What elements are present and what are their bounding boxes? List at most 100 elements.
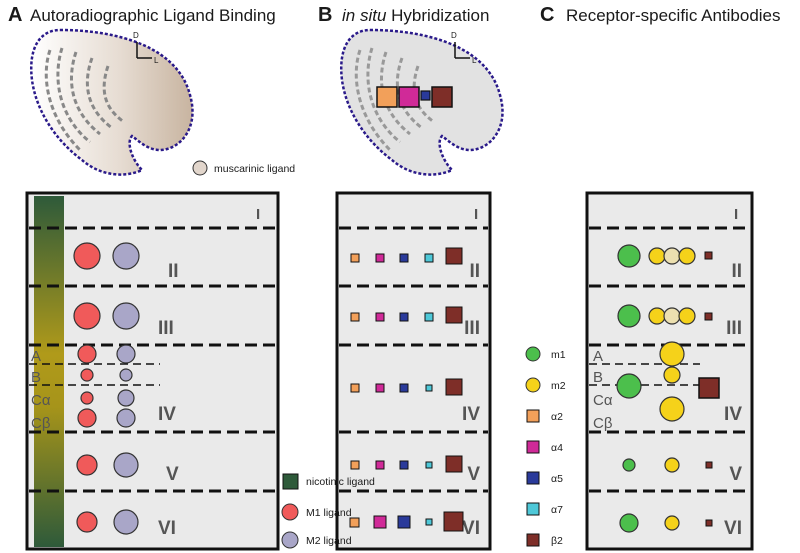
alpha7-layer-2: [424, 253, 434, 263]
dorsal-label-a: D: [133, 31, 139, 40]
m2-layer-4cbeta: [659, 396, 685, 422]
beta2-layer-4: [445, 378, 463, 396]
beta2-legend-marker: [526, 533, 540, 547]
layer-boundaries-b: [339, 226, 488, 493]
orientation-marker-a: D L: [133, 31, 159, 65]
panel-a-box: [25, 191, 280, 551]
alpha5-layer-5: [399, 460, 409, 470]
panel-c-markers: [616, 244, 720, 533]
alpha4-layer-2: [375, 253, 385, 263]
m2-layer-2-b: [663, 247, 681, 265]
alpha4-legend-label: α4: [551, 442, 563, 454]
m2-legend-marker: [525, 377, 541, 393]
layer-label-b-6: VI: [462, 518, 480, 539]
layer-label-a-2: II: [168, 261, 179, 282]
alpha4-layer-5: [375, 460, 385, 470]
lateral-label-a: L: [154, 56, 159, 65]
layer-label-c-4: IV: [724, 404, 742, 425]
brain-section-b: [339, 28, 504, 176]
m2-layer-2-c: [678, 247, 696, 265]
layer-label-a-4: IV: [158, 404, 176, 425]
m1-ligand-layer-4a: [77, 344, 97, 364]
m2-ligand-layer-4cbeta: [116, 408, 136, 428]
orientation-marker-b: D L: [451, 31, 477, 65]
m1-ligand-layer-4calpha: [80, 391, 94, 405]
alpha4-legend-marker: [526, 440, 540, 454]
m2-layer-3-b: [663, 307, 681, 325]
brain-section-a: [29, 28, 194, 176]
layer-label-b-2: II: [469, 261, 480, 282]
m1-ligand-layer-2: [73, 242, 101, 270]
m2-ligand-legend-marker: [281, 531, 299, 549]
layer-label-b-4: IV: [462, 404, 480, 425]
m1-legend-marker: [525, 346, 541, 362]
panel-b-title-italic: in situ: [342, 6, 387, 25]
alpha2-legend-label: α2: [551, 411, 563, 423]
m2-layer-4a: [659, 341, 685, 367]
alpha7-layer-6: [425, 518, 433, 526]
m2-ligand-layer-4calpha: [117, 389, 135, 407]
sublayer-boundaries-c: [589, 363, 700, 386]
sublayer-label-c-a: A: [593, 348, 603, 365]
sublayer-boundaries-a: [29, 363, 160, 386]
beta2-layer-6-c: [705, 519, 713, 527]
alpha5-layer-4: [399, 383, 409, 393]
layer-label-a-6: VI: [158, 518, 176, 539]
alpha5-legend-marker: [526, 471, 540, 485]
sublayer-label-a-a: A: [31, 348, 41, 365]
panel-a-letter: A: [8, 4, 22, 26]
layer-label-c-6: VI: [724, 518, 742, 539]
panel-a-markers: [73, 242, 140, 535]
m2-ligand-legend-label: M2 ligand: [306, 535, 352, 547]
m2-layer-2-a: [648, 247, 666, 265]
layer-label-a-5: V: [166, 464, 179, 485]
sublayer-label-a-b: B: [31, 369, 41, 386]
alpha7-layer-4: [425, 384, 433, 392]
m2-layer-3-a: [648, 307, 666, 325]
m2-layer-5: [664, 457, 680, 473]
sublayer-labels-a: A B Cα Cβ: [31, 348, 51, 432]
sublayer-label-a-cbeta: Cβ: [31, 415, 51, 432]
section-b-alpha4-marker: [398, 86, 420, 108]
m2-ligand-layer-6: [113, 509, 139, 535]
m1-ligand-layer-3: [73, 302, 101, 330]
sublayer-label-c-calpha: Cα: [593, 392, 613, 409]
m2-ligand-layer-4a: [116, 344, 136, 364]
alpha5-layer-2: [399, 253, 409, 263]
legend-subunits: m1 m2 α2 α4 α5 α7 β2: [525, 346, 566, 547]
alpha5-legend-label: α5: [551, 473, 563, 485]
alpha4-layer-3: [375, 312, 385, 322]
m1-layer-2: [617, 244, 641, 268]
layer-label-a-1: I: [256, 206, 260, 223]
section-b-alpha5-marker: [420, 90, 431, 101]
m2-ligand-layer-5: [113, 452, 139, 478]
muscarinic-legend-label: muscarinic ligand: [214, 163, 295, 175]
layer-labels-b: I II III IV V VI: [462, 206, 480, 539]
m1-ligand-layer-5: [76, 454, 98, 476]
sublayer-label-c-cbeta: Cβ: [593, 415, 613, 432]
m2-legend-label: m2: [551, 380, 566, 392]
layer-boundaries-a: [29, 226, 276, 493]
m2-layer-4b: [663, 366, 681, 384]
panel-b-title: in situ Hybridization: [342, 6, 489, 25]
layer-label-b-1: I: [474, 206, 478, 223]
m1-ligand-legend-marker: [281, 503, 299, 521]
sublayer-label-c-b: B: [593, 369, 603, 386]
legend-ligands: nicotinic ligand M1 ligand M2 ligand: [281, 473, 375, 549]
layer-label-a-3: III: [158, 318, 174, 339]
m1-ligand-legend-label: M1 ligand: [306, 507, 352, 519]
section-b-alpha2-marker: [376, 86, 398, 108]
dorsal-label-b: D: [451, 31, 457, 40]
sublayer-label-a-calpha: Cα: [31, 392, 51, 409]
m1-layer-4c: [616, 373, 642, 399]
panel-b-markers: [349, 247, 464, 532]
m2-ligand-layer-3: [112, 302, 140, 330]
m2-ligand-layer-4b: [119, 368, 133, 382]
layer-label-b-3: III: [464, 318, 480, 339]
layer-labels-c: I II III IV V VI: [724, 206, 742, 539]
beta2-layer-4-c: [698, 377, 720, 399]
layer-labels-a: I II III IV V VI: [158, 206, 260, 539]
m1-layer-5: [622, 458, 636, 472]
m2-layer-3-c: [678, 307, 696, 325]
